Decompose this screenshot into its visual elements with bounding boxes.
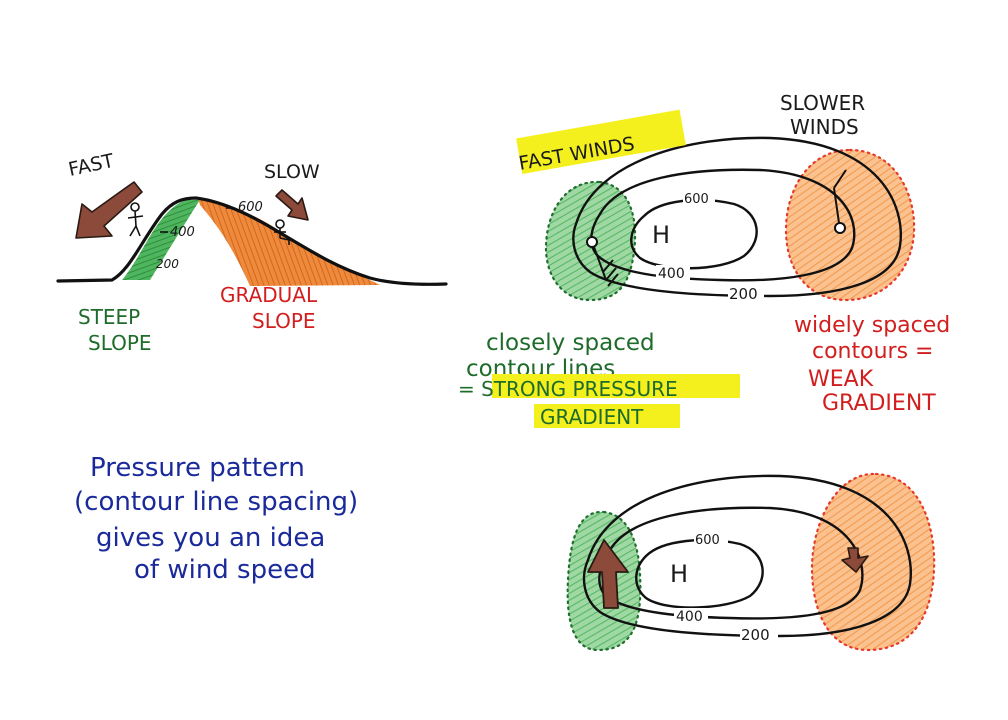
gradual-label-line1: GRADUAL [220, 283, 318, 307]
bottom-200-bg [740, 627, 778, 643]
green-note-line3: = STRONG PRESSURE [458, 377, 678, 401]
blue-note-line3: gives you an idea [96, 523, 325, 553]
top-contour-600 [630, 198, 758, 270]
bottom-pressure-map: 600 400 200 H [566, 472, 936, 652]
top-pressure-map: 600 400 200 H FAST WINDS SLOWER WINDS [516, 91, 916, 303]
green-note: closely spaced contour lines = STRONG PR… [458, 330, 740, 429]
stick-figure-steep [127, 202, 144, 237]
fast-winds-highlight [516, 109, 686, 174]
slower-winds-line1: SLOWER [780, 91, 865, 115]
top-contour-400-label: 400 [658, 266, 685, 282]
bottom-fast-arrow [587, 539, 629, 609]
steep-label-line2: SLOPE [88, 331, 152, 355]
stick-figure-gradual [274, 219, 290, 245]
gradual-label-line2: SLOPE [252, 309, 316, 333]
top-contour-400 [590, 168, 856, 282]
top-200-bg [728, 286, 764, 302]
slower-winds-line2: WINDS [790, 115, 859, 139]
top-600-bg [683, 191, 715, 205]
bottom-contour-200-label: 200 [741, 626, 770, 644]
top-high-label: H [652, 221, 670, 249]
blue-note-line4: of wind speed [134, 555, 316, 585]
bottom-high-label: H [670, 560, 688, 588]
green-note-line4: GRADIENT [540, 405, 644, 429]
top-orange-region [784, 148, 916, 302]
blue-note: Pressure pattern (contour line spacing) … [74, 453, 358, 585]
slow-arrow [275, 189, 309, 221]
bottom-contour-600-label: 600 [695, 533, 720, 548]
top-400-bg [656, 265, 690, 281]
strong-gradient-highlight-2 [534, 404, 680, 428]
bottom-400-bg [674, 608, 708, 624]
hill-outline [56, 196, 448, 286]
fast-label: FAST [66, 150, 116, 181]
bottom-orange-region [810, 472, 936, 652]
steep-slope-fill [122, 200, 200, 280]
red-note-line4: GRADIENT [822, 391, 936, 416]
hill-contour-400: 400 [170, 225, 195, 240]
hill-contour-600: 600 [238, 200, 263, 215]
top-contour-200-label: 200 [729, 285, 758, 303]
green-note-line1: closely spaced [486, 330, 655, 356]
blue-note-line2: (contour line spacing) [74, 487, 358, 517]
red-note-line2: contours = [812, 339, 933, 364]
top-contour-200 [572, 136, 902, 298]
bottom-slow-arrow [841, 547, 869, 573]
bottom-contour-400-label: 400 [676, 609, 703, 625]
bottom-contour-200 [582, 474, 912, 638]
strong-gradient-highlight-1 [492, 374, 740, 398]
blue-note-line1: Pressure pattern [90, 453, 305, 483]
hill-contour-200: 200 [156, 257, 179, 271]
top-wind-barb-slow [833, 169, 847, 234]
top-contour-600-label: 600 [684, 192, 709, 207]
fast-arrow [75, 181, 143, 239]
top-wind-barb-fast [586, 236, 619, 287]
red-note-line3: WEAK [808, 367, 874, 392]
red-note: widely spaced contours = WEAK GRADIENT [794, 313, 950, 416]
slow-label: SLOW [264, 161, 320, 183]
bottom-600-bg [694, 532, 728, 546]
steep-label-line1: STEEP [78, 305, 140, 329]
red-note-line1: widely spaced [794, 313, 950, 338]
bottom-contour-600 [635, 538, 764, 609]
hill-cross-section: 600 400 200 FAST SLOW STEEP [56, 150, 448, 355]
